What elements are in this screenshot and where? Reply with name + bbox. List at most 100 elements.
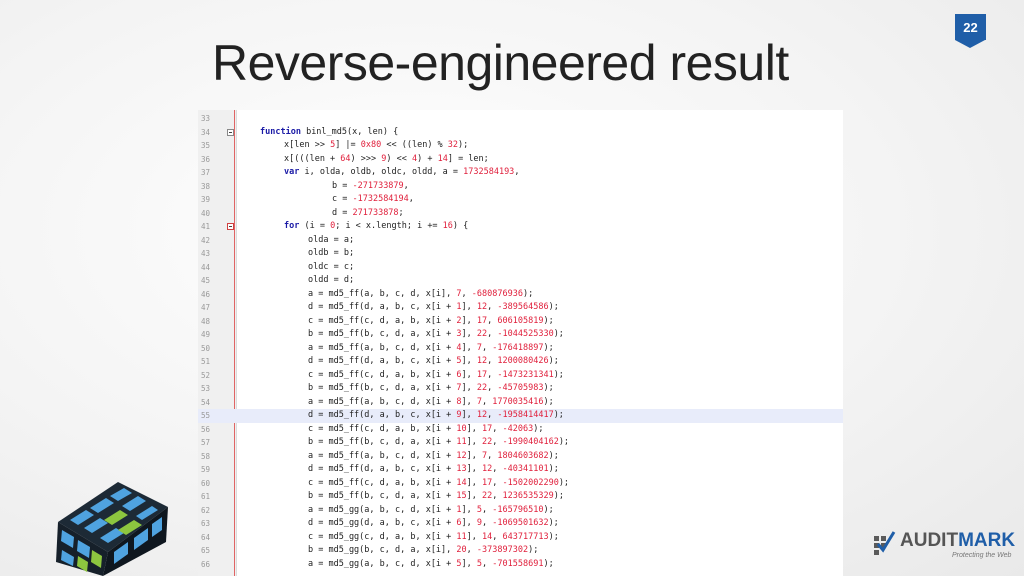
code-token: , bbox=[482, 396, 493, 407]
code-token: , bbox=[487, 383, 498, 393]
code-token: a = md5_ff(a, b, c, d, x[i], bbox=[308, 288, 457, 299]
rubiks-cube-icon bbox=[56, 482, 168, 576]
code-text: x[len >> 5] |= 0x80 << ((len) % 32); bbox=[284, 139, 468, 153]
logo-wordmark-mark: MARK bbox=[958, 530, 1016, 551]
code-token: ) << bbox=[386, 153, 412, 164]
slide-number-badge: 22 bbox=[955, 14, 986, 48]
code-token: ; bbox=[398, 207, 404, 218]
code-text: oldc = c; bbox=[308, 261, 354, 275]
code-token: ); bbox=[553, 410, 564, 420]
code-token: ], bbox=[466, 464, 483, 474]
code-token: oldc = c; bbox=[308, 261, 355, 272]
code-number: 1770035416 bbox=[492, 396, 544, 407]
code-number: -45705983 bbox=[497, 383, 544, 393]
fold-toggle-icon[interactable] bbox=[227, 128, 234, 136]
line-number: 46 bbox=[201, 289, 211, 299]
code-number: -1473231341 bbox=[497, 369, 554, 380]
code-token: x[len >> bbox=[284, 140, 331, 150]
code-number: 9 bbox=[456, 410, 462, 420]
code-token: , bbox=[514, 167, 520, 177]
code-token: , bbox=[487, 356, 498, 366]
line-number: 39 bbox=[201, 195, 211, 204]
code-number: 12 bbox=[476, 302, 488, 312]
code-token: ); bbox=[533, 423, 544, 434]
code-token: ); bbox=[543, 342, 554, 353]
code-number: 606105819 bbox=[497, 315, 544, 326]
code-number: -40341101 bbox=[502, 464, 549, 474]
code-token: d = md5_gg(d, a, b, c, x[i + bbox=[308, 518, 457, 528]
code-number: 6 bbox=[456, 518, 462, 528]
code-token: a = md5_gg(a, b, c, d, x[i + bbox=[308, 558, 457, 569]
code-token: ) + bbox=[417, 153, 438, 164]
code-token: ], bbox=[461, 302, 477, 312]
line-number: 65 bbox=[201, 546, 211, 555]
code-token: oldb = b; bbox=[308, 248, 355, 258]
code-number: 22 bbox=[476, 329, 488, 339]
code-number: 20 bbox=[456, 545, 467, 555]
code-number: 8 bbox=[456, 396, 462, 407]
code-text: d = md5_ff(d, a, b, c, x[i + 9], 12, -19… bbox=[308, 409, 564, 423]
code-token: , bbox=[492, 423, 503, 434]
code-token: b = md5_ff(b, c, d, a, x[i + bbox=[308, 437, 457, 447]
code-number: 13 bbox=[456, 464, 467, 474]
code-token: ); bbox=[553, 491, 564, 501]
logo-wordmark-audit: AUDIT bbox=[900, 530, 959, 551]
line-number: 45 bbox=[201, 276, 211, 285]
code-token: , bbox=[487, 302, 498, 312]
code-number: 6 bbox=[456, 369, 462, 380]
code-number: -373897302 bbox=[476, 545, 529, 555]
code-text: var i, olda, oldb, oldc, oldd, a = 17325… bbox=[284, 166, 519, 180]
code-number: 271733878 bbox=[352, 207, 399, 218]
code-text: c = md5_gg(c, d, a, b, x[i + 11], 14, 64… bbox=[308, 531, 559, 545]
code-number: 17 bbox=[476, 315, 488, 326]
line-number: 56 bbox=[201, 424, 211, 434]
code-keyword: for bbox=[284, 221, 300, 231]
code-number: 7 bbox=[476, 396, 483, 407]
code-token: ], bbox=[461, 396, 477, 407]
code-token: ); bbox=[543, 504, 554, 515]
code-token: c = md5_ff(c, d, a, b, x[i + bbox=[308, 369, 457, 380]
line-number: 34 bbox=[201, 127, 211, 137]
code-token: , bbox=[492, 477, 503, 488]
code-text: function binl_md5(x, len) { bbox=[260, 126, 398, 140]
line-number: 66 bbox=[201, 559, 211, 569]
line-number: 52 bbox=[201, 370, 211, 380]
code-number: 32 bbox=[447, 140, 459, 150]
code-token: d = bbox=[332, 207, 353, 218]
code-number: 7 bbox=[456, 288, 462, 299]
code-token: b = bbox=[332, 180, 353, 191]
code-text: c = md5_ff(c, d, a, b, x[i + 14], 17, -1… bbox=[308, 477, 569, 491]
code-number: 14 bbox=[482, 531, 493, 542]
fold-toggle-icon[interactable] bbox=[227, 223, 234, 230]
code-keyword: function bbox=[260, 126, 301, 137]
code-token: ); bbox=[528, 545, 539, 555]
line-number: 49 bbox=[201, 330, 211, 339]
code-number: -389564586 bbox=[497, 302, 549, 312]
code-token: ], bbox=[461, 342, 477, 353]
code-token: , bbox=[492, 437, 503, 447]
code-number: -1069501632 bbox=[492, 518, 549, 528]
code-token: , bbox=[487, 315, 498, 326]
code-text: a = md5_gg(a, b, c, d, x[i + 1], 5, -165… bbox=[308, 504, 554, 518]
code-number: 12 bbox=[456, 450, 467, 461]
code-number: 5 bbox=[476, 504, 483, 515]
line-number: 64 bbox=[201, 532, 211, 542]
line-number: 57 bbox=[201, 438, 211, 447]
code-token: a = md5_ff(a, b, c, d, x[i + bbox=[308, 450, 457, 461]
code-token: ], bbox=[461, 369, 477, 380]
code-number: 7 bbox=[482, 450, 488, 461]
code-number: 22 bbox=[482, 491, 493, 501]
code-token: d = md5_ff(d, a, b, c, x[i + bbox=[308, 302, 457, 312]
logo-tagline: Protecting the Web bbox=[952, 552, 1012, 559]
